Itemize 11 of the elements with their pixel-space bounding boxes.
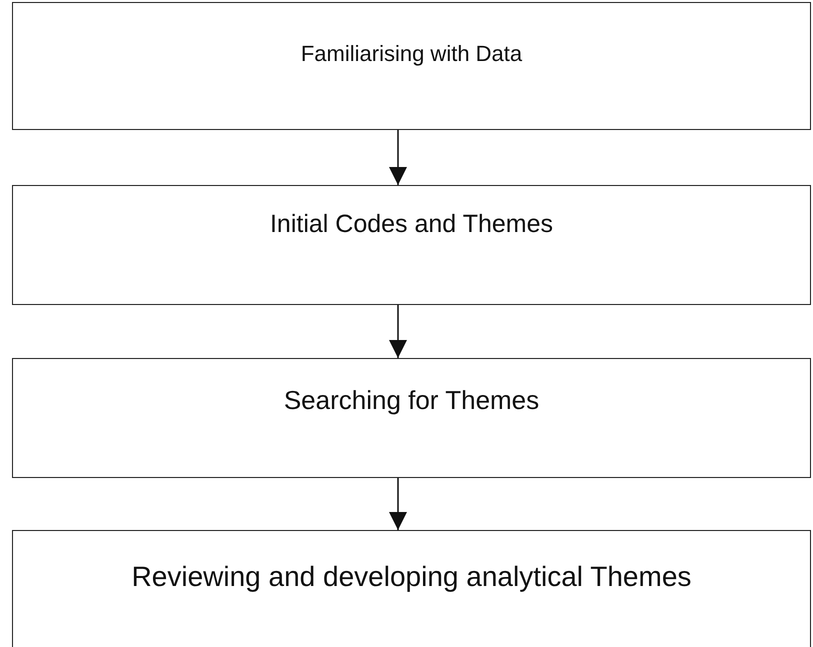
- arrow: [389, 305, 407, 358]
- box-label: Reviewing and developing analytical Themes: [130, 561, 692, 593]
- arrow: [389, 478, 407, 530]
- box-label: Familiarising with Data: [300, 41, 524, 67]
- process-box: [12, 358, 811, 478]
- process-box: [12, 185, 811, 305]
- box-label: Initial Codes and Themes: [268, 210, 554, 239]
- process-box: [12, 530, 811, 647]
- process-box: [12, 2, 811, 130]
- box-label: Searching for Themes: [282, 385, 540, 416]
- arrow: [389, 130, 407, 185]
